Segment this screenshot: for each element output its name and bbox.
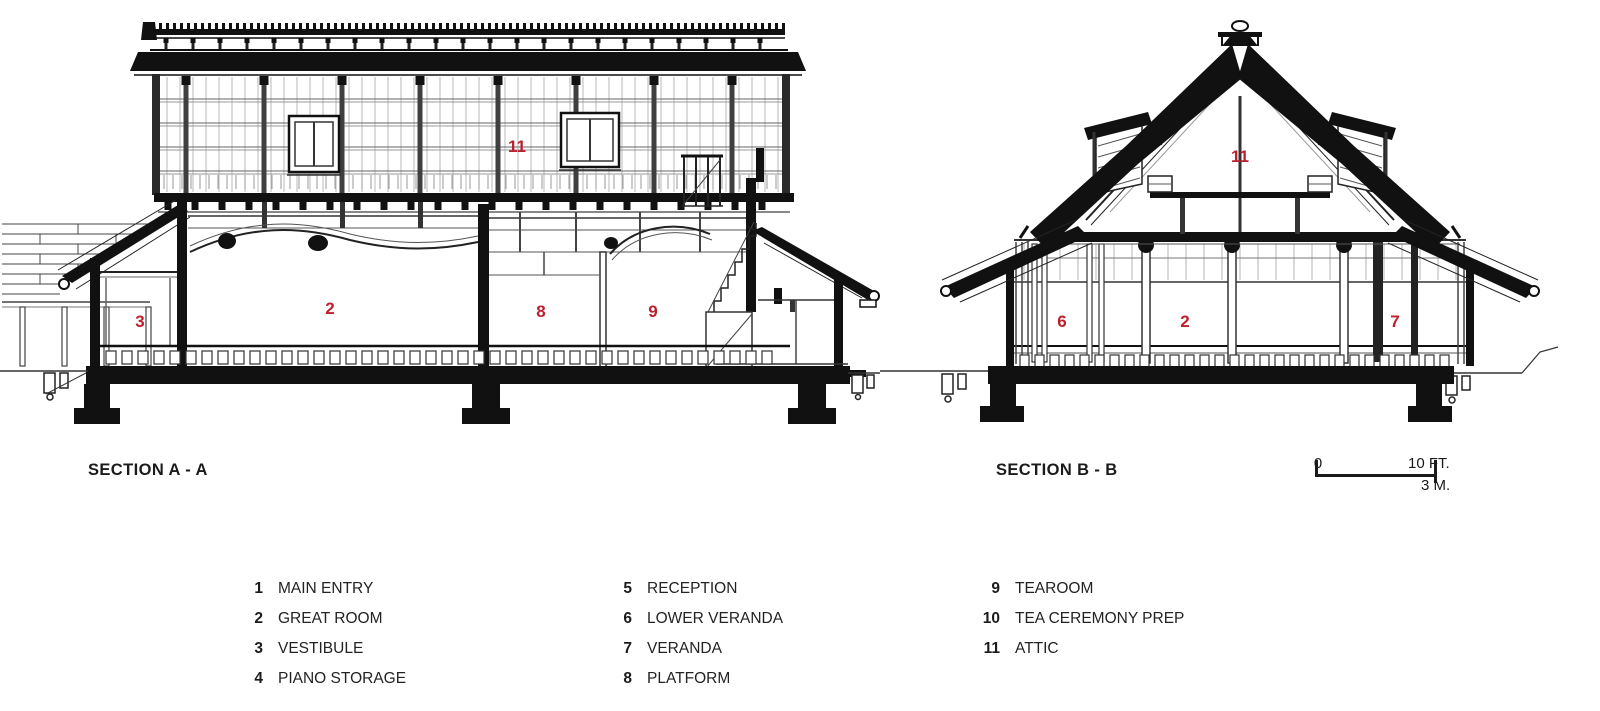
- right-veranda-roof: [1387, 219, 1540, 303]
- ridge-roof: [130, 22, 806, 76]
- room-label-vestibule: 3: [135, 312, 145, 331]
- ridge-finial: [1218, 20, 1262, 46]
- floor-foundation: [0, 344, 880, 424]
- scale-bar-tick-left: [1315, 460, 1318, 476]
- attic-wall: [152, 74, 790, 195]
- floor-foundation: [980, 354, 1454, 422]
- room-label-lower-veranda: 6: [1057, 312, 1067, 331]
- room-label-greatroom-a: 2: [325, 299, 335, 318]
- footing: [1408, 406, 1452, 422]
- footing: [980, 406, 1024, 422]
- gutter-hook: [940, 285, 952, 297]
- attic-floor: [154, 193, 794, 213]
- room-label-greatroom-b: 2: [1180, 312, 1190, 331]
- ceiling-structure: [188, 202, 750, 261]
- footing: [462, 408, 510, 424]
- attic-window-right: [559, 111, 621, 171]
- section-b-title: SECTION B - B: [996, 461, 1118, 479]
- ground: [880, 346, 1559, 404]
- scale-bar-tick-right: [1434, 460, 1437, 483]
- attic-window-left: [287, 114, 341, 176]
- log-beam-section: [218, 233, 236, 249]
- scale-feet: 10 FT.: [1408, 455, 1450, 472]
- eave-band: [130, 52, 806, 71]
- section-b-drawing: [880, 20, 1559, 422]
- main-floor-walls: [90, 148, 764, 369]
- gutter-hook: [1528, 285, 1540, 297]
- room-label-platform: 8: [536, 302, 546, 321]
- section-a-drawing: [0, 22, 880, 424]
- room-label-attic-b: 11: [1231, 147, 1249, 166]
- section-a-title: SECTION A - A: [88, 461, 208, 479]
- room-label-attic-a: 11: [508, 137, 526, 156]
- scale-bar-line: [1315, 474, 1437, 477]
- scale-meters: 3 M.: [1421, 477, 1451, 494]
- attic-structure: [1040, 96, 1460, 245]
- stair-steps: [713, 223, 757, 314]
- log-beam-section: [604, 237, 618, 249]
- gutter-hook: [58, 278, 70, 290]
- room-label-veranda: 7: [1390, 312, 1400, 331]
- room-label-tearoom: 9: [648, 302, 658, 321]
- scale-zero: 0: [1313, 455, 1323, 472]
- footing: [788, 408, 836, 424]
- main-floor-walls: [1006, 237, 1474, 366]
- footing: [74, 408, 120, 424]
- left-veranda-roof: [940, 219, 1093, 303]
- log-beam-section: [308, 235, 328, 251]
